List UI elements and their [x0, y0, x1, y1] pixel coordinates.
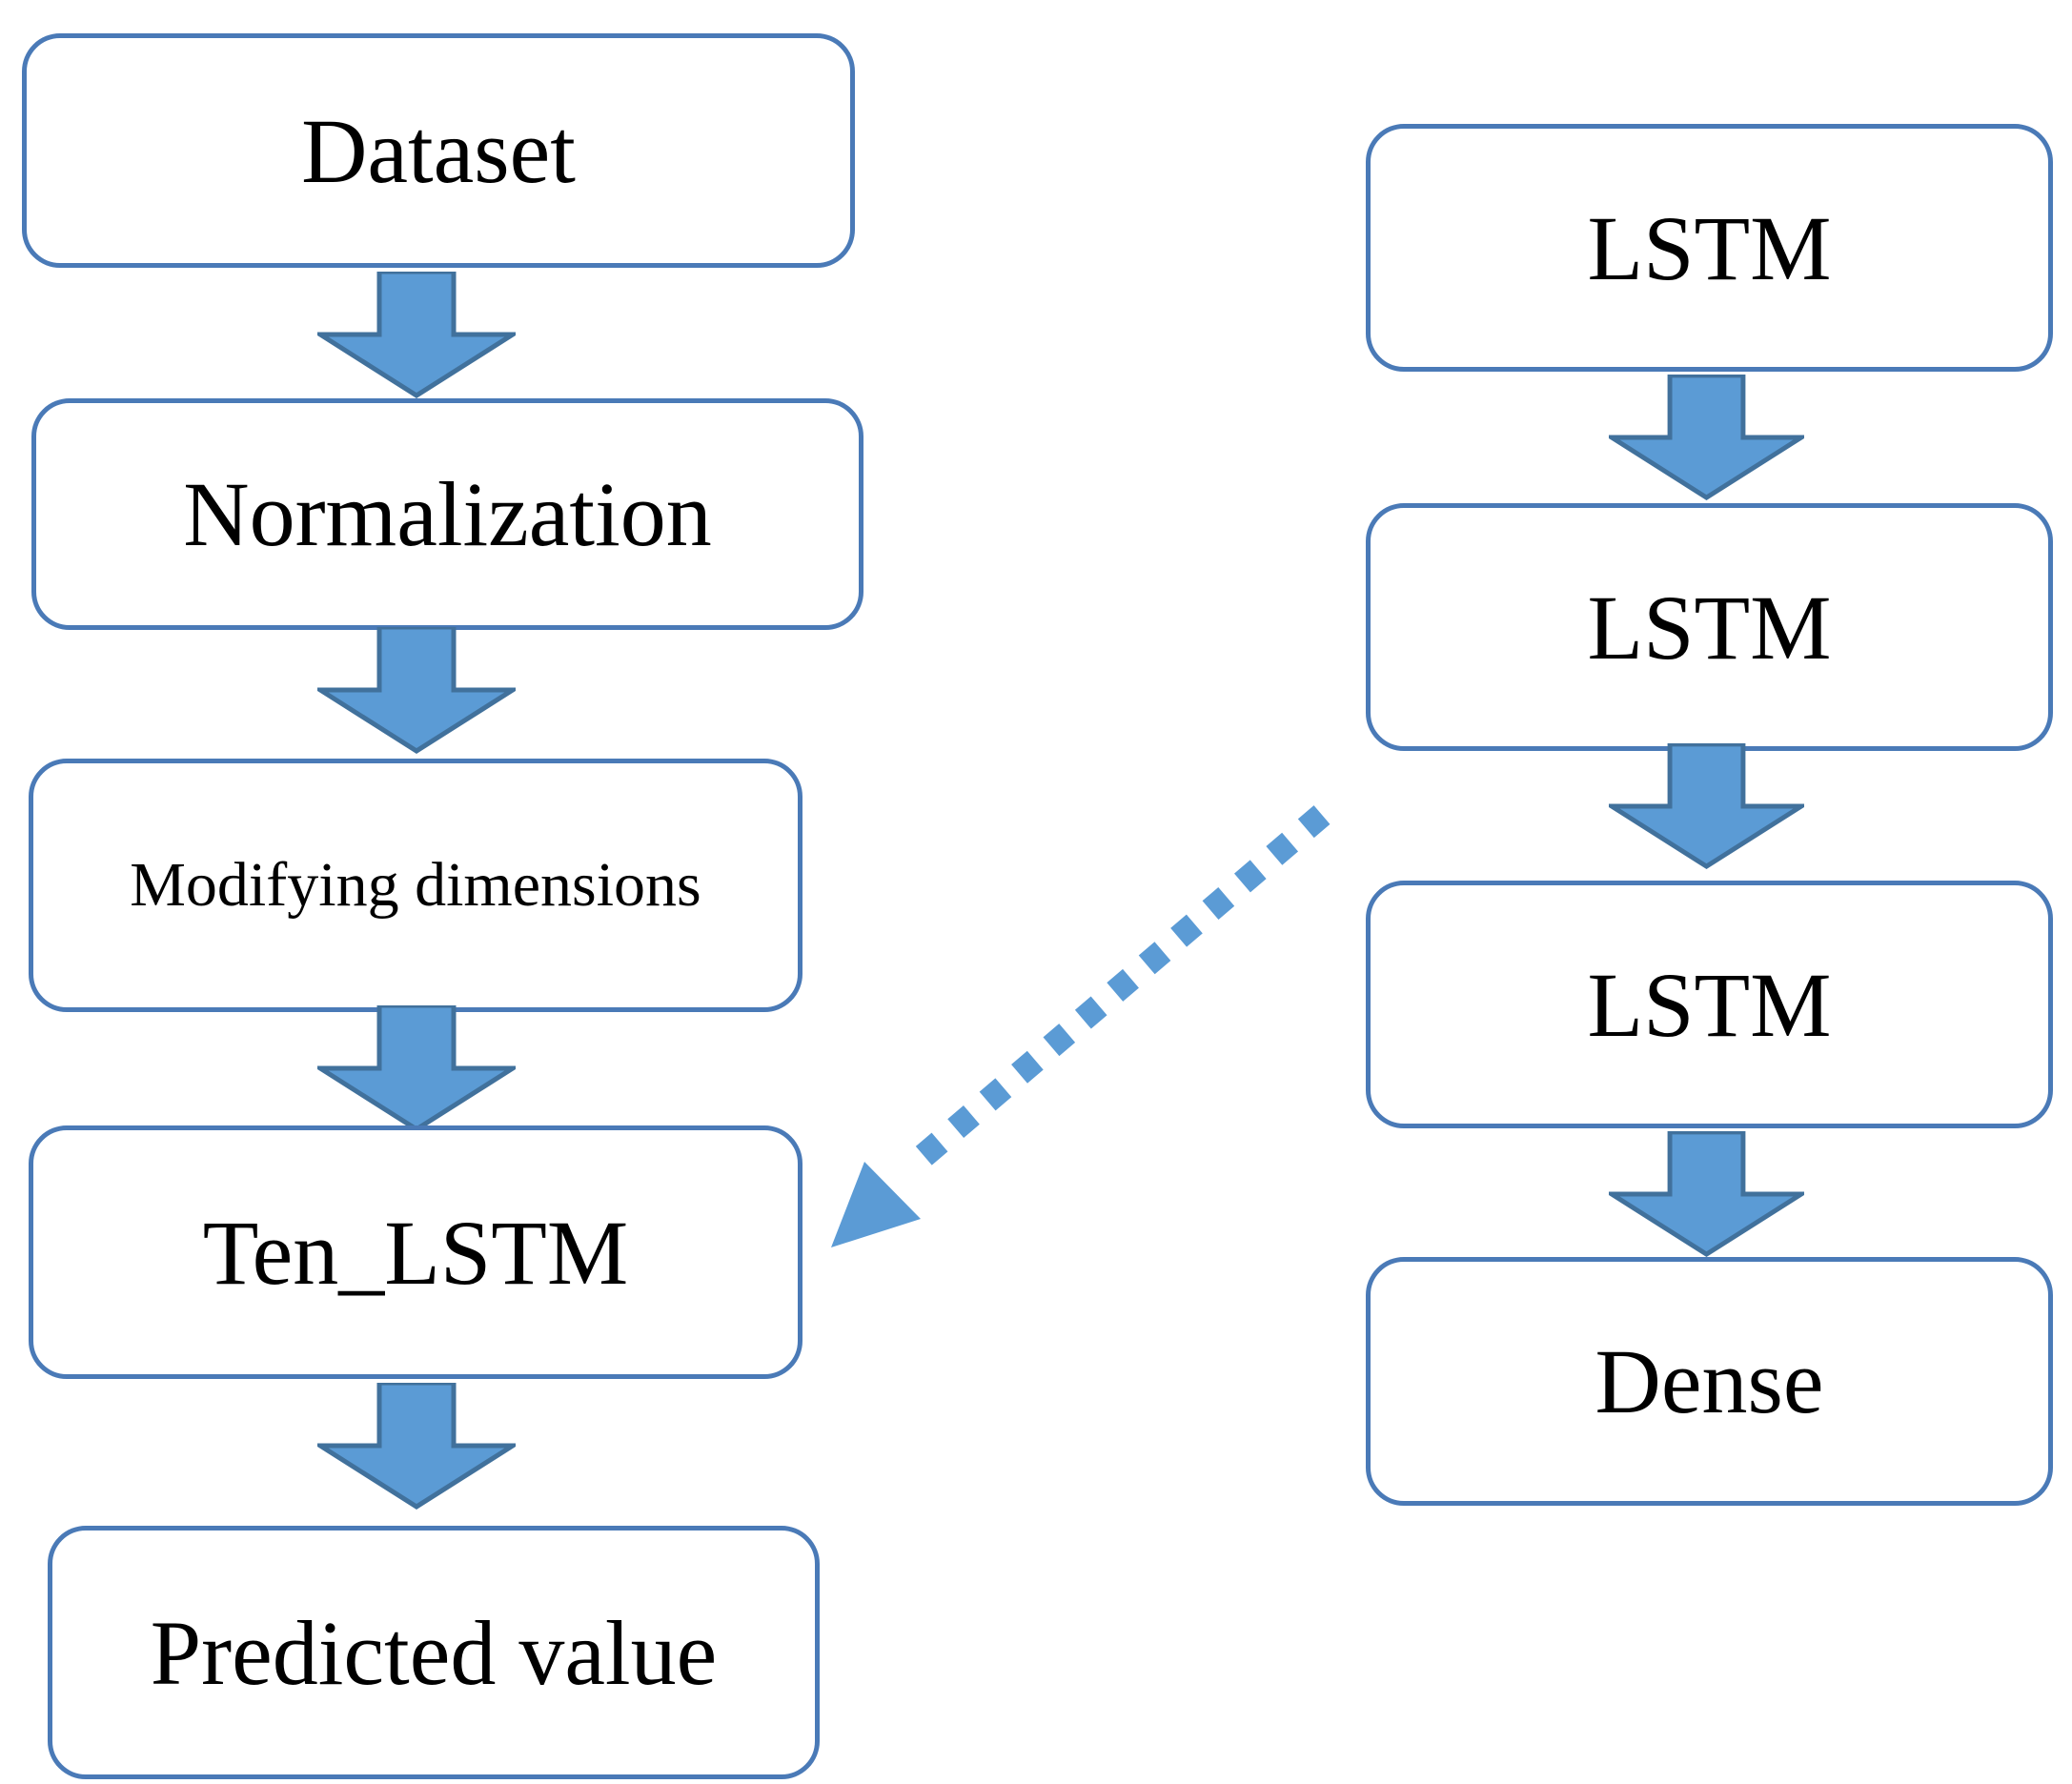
lstm-box-2: LSTM — [1366, 503, 2053, 751]
modifying-dimensions-label: Modifying dimensions — [130, 850, 701, 920]
arrow-down-icon — [317, 272, 516, 398]
lstm-box-1: LSTM — [1366, 124, 2053, 372]
dense-label: Dense — [1595, 1330, 1824, 1432]
arrow-down-icon — [317, 1005, 516, 1132]
normalization-label: Normalization — [183, 463, 712, 565]
dotted-connector-arrow — [820, 801, 1334, 1258]
dense-box: Dense — [1366, 1257, 2053, 1506]
arrow-down-icon — [317, 627, 516, 754]
arrow-down-icon — [1609, 743, 1804, 870]
lstm-label-2: LSTM — [1587, 576, 1832, 679]
modifying-dimensions-box: Modifying dimensions — [29, 759, 802, 1012]
dataset-box: Dataset — [22, 33, 855, 268]
dataset-label: Dataset — [301, 99, 576, 202]
ten-lstm-label: Ten_LSTM — [202, 1201, 629, 1304]
lstm-label-3: LSTM — [1587, 953, 1832, 1056]
arrow-down-icon — [317, 1383, 516, 1510]
predicted-value-box: Predicted value — [48, 1526, 820, 1779]
arrow-down-icon — [1609, 1131, 1804, 1258]
predicted-value-label: Predicted value — [150, 1601, 718, 1704]
normalization-box: Normalization — [31, 398, 863, 630]
lstm-label-1: LSTM — [1587, 196, 1832, 299]
lstm-box-3: LSTM — [1366, 881, 2053, 1128]
ten-lstm-box: Ten_LSTM — [29, 1125, 802, 1379]
arrow-down-icon — [1609, 375, 1804, 501]
